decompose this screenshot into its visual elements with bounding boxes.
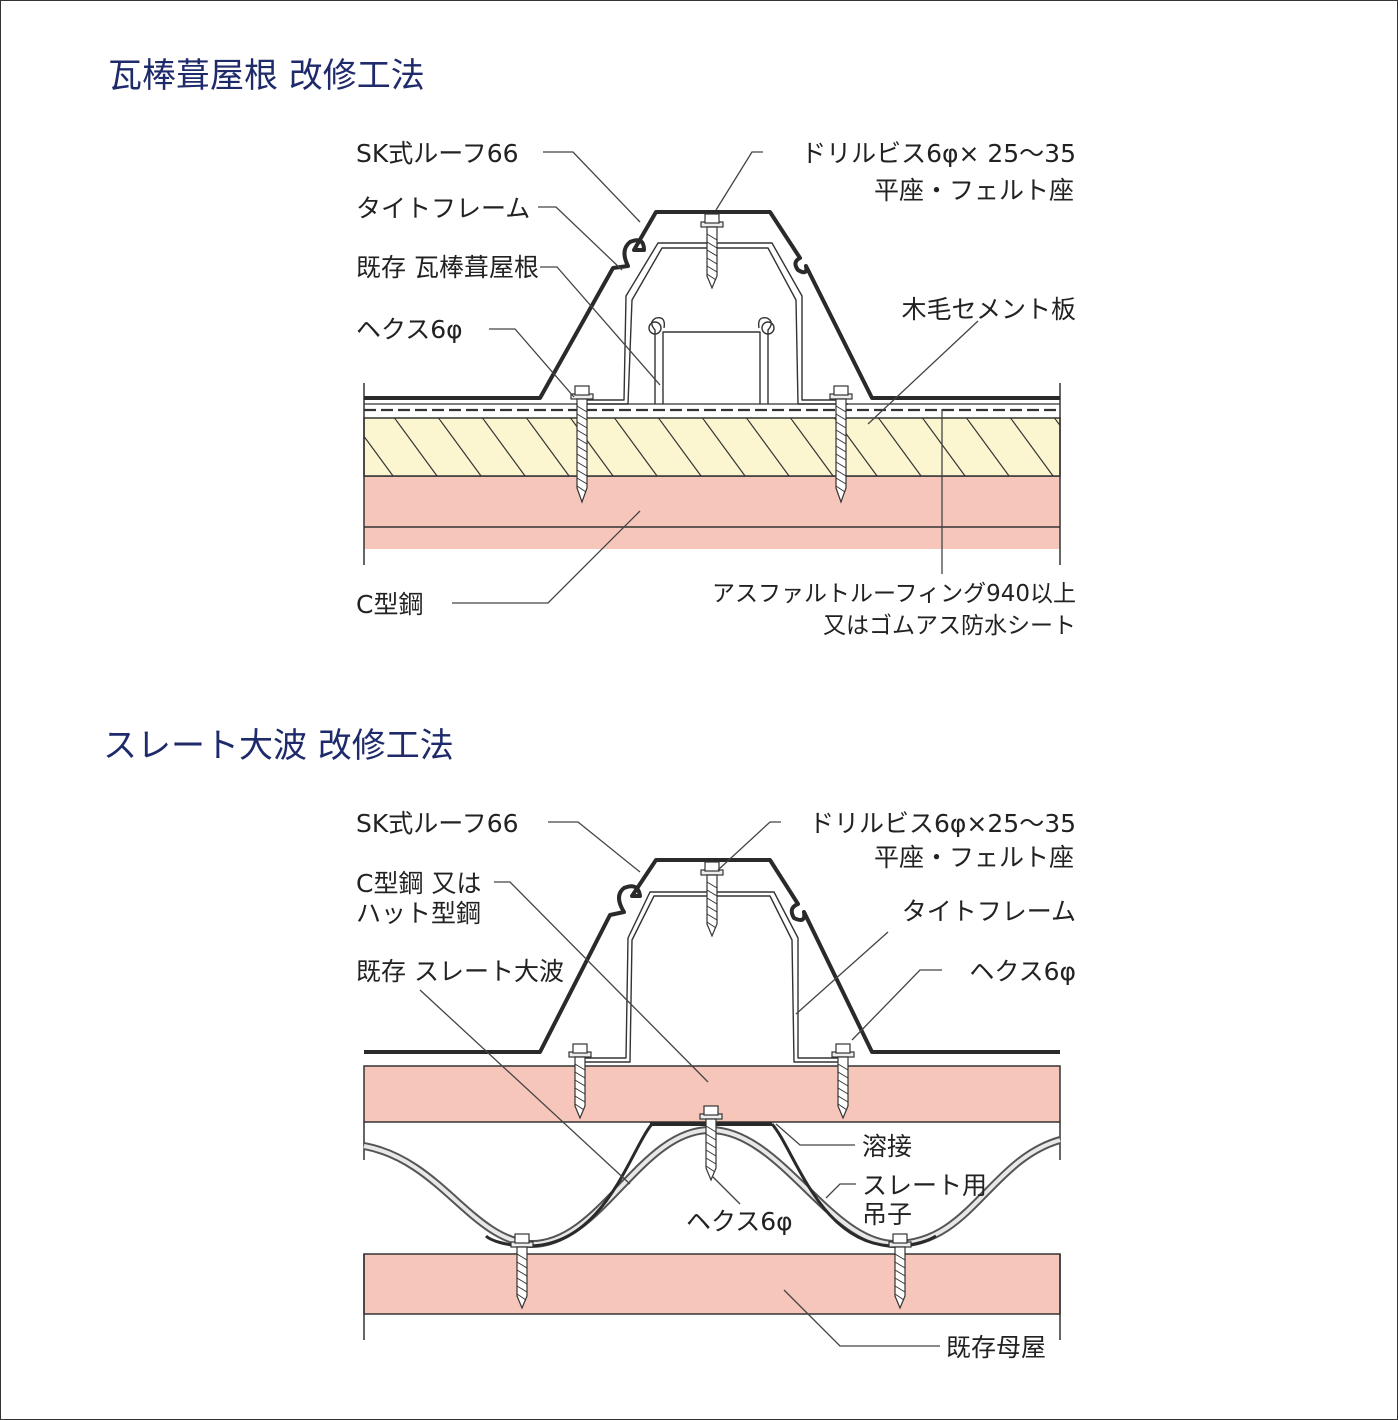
label-sk-roof: SK式ルーフ66 bbox=[356, 139, 519, 168]
label-hex: ヘクス6φ bbox=[356, 315, 463, 344]
label-hex-top: ヘクス6φ bbox=[969, 957, 1076, 986]
sk-roof-66-sheet-2 bbox=[364, 858, 1060, 1054]
label-wood-cement: 木毛セメント板 bbox=[901, 295, 1076, 324]
label-c-steel-2b: ハット型鋼 bbox=[356, 899, 481, 928]
label-c-steel-2a: C型鋼 又は bbox=[356, 869, 481, 898]
label-slate-hanger-1: スレート用 bbox=[862, 1171, 987, 1200]
leader-hex-top bbox=[851, 969, 942, 1041]
leader-existing-slate bbox=[419, 989, 631, 1185]
leader-hex-mid bbox=[711, 1175, 741, 1205]
slate-hanger-left bbox=[484, 1122, 654, 1248]
leader-drill-2 bbox=[717, 821, 781, 871]
wood-cement-board bbox=[363, 417, 1061, 477]
label-tight-frame-2: タイトフレーム bbox=[902, 897, 1076, 926]
leader-existing-roof bbox=[540, 266, 661, 386]
leader-existing-purlin bbox=[783, 1289, 940, 1347]
label-drill-2: 平座・フェルト座 bbox=[874, 176, 1074, 205]
label-existing-slate: 既存 スレート大波 bbox=[356, 957, 564, 986]
label-slate-hanger-2: 吊子 bbox=[862, 1200, 912, 1229]
leader-wood-cement bbox=[867, 320, 979, 425]
label-hex-mid: ヘクス6φ bbox=[686, 1207, 793, 1236]
hex-screw-mid bbox=[699, 1105, 723, 1181]
label-drill-2b: 平座・フェルト座 bbox=[874, 843, 1074, 872]
label-existing-purlin: 既存母屋 bbox=[946, 1333, 1046, 1362]
leader-hex bbox=[489, 328, 575, 398]
label-c-steel: C型鋼 bbox=[356, 590, 423, 619]
label-asphalt-1: アスファルトルーフィング940以上 bbox=[712, 581, 1076, 607]
slate-hanger-right bbox=[770, 1123, 937, 1248]
label-drill-2a: ドリルビス6φ×25～35 bbox=[809, 809, 1076, 838]
leader-weld bbox=[775, 1123, 855, 1146]
drill-screw-top bbox=[700, 213, 724, 289]
leader-tight-frame-2 bbox=[795, 931, 889, 1015]
existing-purlin-layer bbox=[363, 1253, 1061, 1315]
leader-c-steel-2 bbox=[494, 881, 709, 1083]
leader-slate-hanger bbox=[825, 1183, 856, 1199]
label-existing-roof: 既存 瓦棒葺屋根 bbox=[356, 253, 539, 282]
leader-drill bbox=[715, 151, 763, 211]
drill-screw-top-2 bbox=[700, 861, 724, 937]
leader-c-steel bbox=[452, 510, 641, 604]
c-steel-layer bbox=[364, 475, 1060, 549]
section2-title: スレート大波 改修工法 bbox=[103, 726, 454, 766]
label-weld: 溶接 bbox=[862, 1132, 912, 1161]
existing-batten bbox=[648, 317, 775, 404]
label-drill-1: ドリルビス6φ× 25～35 bbox=[801, 139, 1076, 168]
sk-roof-66-sheet bbox=[364, 210, 1060, 400]
leader-sk-roof bbox=[543, 151, 641, 223]
label-sk-roof-2: SK式ルーフ66 bbox=[356, 809, 519, 838]
label-tight-frame: タイトフレーム bbox=[356, 194, 530, 223]
leader-tight-frame bbox=[538, 206, 623, 271]
section1-title: 瓦棒葺屋根 改修工法 bbox=[108, 56, 425, 96]
label-asphalt-2: 又はゴムアス防水シート bbox=[823, 613, 1076, 639]
leader-sk-roof-2 bbox=[548, 821, 641, 873]
